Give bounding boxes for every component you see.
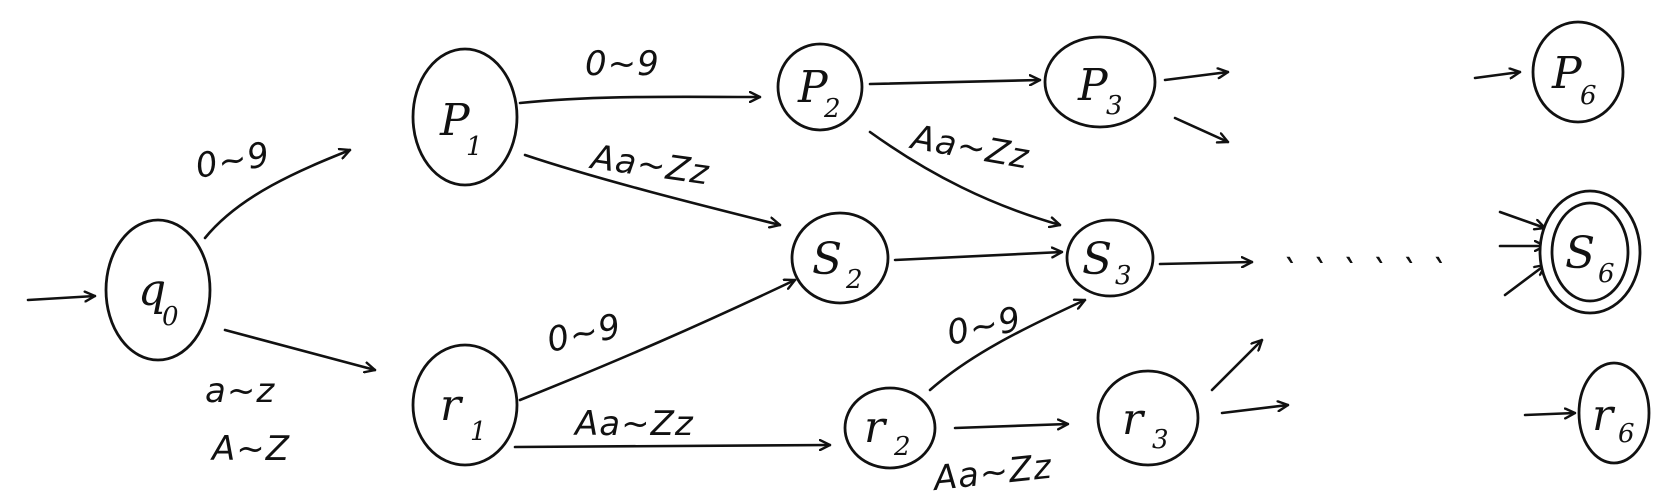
state-q0-label: q: [138, 265, 166, 316]
state-r2-label: r: [864, 402, 888, 453]
state-p3-sub: 3: [1106, 91, 1123, 121]
state-r1: r 1: [411, 343, 519, 467]
stub-p3-out-1: [1163, 72, 1228, 82]
state-p6-sub: 6: [1580, 81, 1597, 111]
label-p1-s2: Aa~Zz: [587, 137, 712, 193]
state-r2-sub: 2: [893, 432, 911, 462]
state-r3-label: r: [1122, 394, 1146, 445]
state-p3: P 3: [1043, 35, 1157, 129]
state-s2-sub: 2: [845, 265, 863, 295]
stub-s3-out: [1158, 262, 1254, 264]
label-q0-r1-lower: a~z: [205, 371, 275, 411]
state-p1-label: P: [439, 95, 471, 146]
state-r3-sub: 3: [1152, 425, 1169, 455]
edge-r1-r2: [513, 445, 832, 447]
state-p2: P 2: [776, 42, 864, 132]
label-q0-p1: 0~9: [193, 134, 274, 186]
label-r1-s2: 0~9: [544, 306, 625, 361]
ellipsis-marks: ˎ ˎ ˎ ˎ ˎ ˎ: [1280, 224, 1447, 264]
state-r3: r 3: [1096, 369, 1200, 467]
label-q0-r1-upper: A~Z: [210, 429, 290, 469]
edge-r1-s2: [518, 280, 795, 402]
state-s2-label: S: [812, 234, 842, 285]
state-q0-sub: 0: [162, 302, 179, 332]
state-p2-label: P: [797, 62, 829, 113]
edge-q0-p1: [203, 150, 350, 240]
edge-r2-s3: [928, 300, 1085, 392]
state-p6-label: P: [1551, 48, 1583, 99]
state-s3: S 3: [1065, 218, 1155, 298]
state-q0: q 0: [104, 218, 212, 362]
state-s2: S 2: [790, 211, 890, 305]
state-r2: r 2: [843, 386, 937, 470]
label-r1-r2: Aa~Zz: [573, 404, 694, 444]
edge-s2-s3: [893, 252, 1064, 262]
stub-r3-out-2: [1220, 405, 1288, 415]
start-arrow: [26, 296, 95, 300]
state-p1-sub: 1: [466, 132, 483, 162]
stub-p3-out-2: [1173, 116, 1228, 142]
stub-s6-in-3: [1503, 265, 1545, 297]
state-r1-sub: 1: [470, 417, 487, 447]
edge-q0-r1: [223, 328, 375, 370]
label-r2-s3: 0~9: [944, 299, 1025, 354]
edge-p2-s3: [868, 130, 1060, 225]
state-r6: r 6: [1577, 361, 1651, 465]
state-p1: P 1: [411, 47, 519, 187]
state-r6-sub: 6: [1618, 419, 1635, 449]
state-r6-label: r: [1592, 390, 1616, 441]
state-s6-accepting: S 6: [1538, 189, 1642, 315]
edge-p2-p3: [868, 80, 1042, 84]
state-p2-sub: 2: [823, 94, 841, 124]
state-s6-label: S: [1565, 228, 1595, 279]
state-s3-sub: 3: [1115, 261, 1132, 291]
label-p1-p2: 0~9: [585, 44, 660, 84]
state-s3-label: S: [1082, 234, 1112, 285]
stub-r6-in: [1523, 413, 1577, 415]
edge-r2-r3: [953, 424, 1070, 428]
stub-r3-out-1: [1210, 340, 1262, 392]
edge-p1-p2: [518, 97, 762, 105]
state-s6-sub: 6: [1598, 259, 1615, 289]
stub-p6-in: [1473, 72, 1520, 78]
edge-p1-s2: [523, 153, 780, 225]
stub-s6-in-1: [1498, 210, 1545, 228]
label-r2-r3: Aa~Zz: [930, 447, 1054, 499]
state-r1-label: r: [440, 380, 464, 431]
state-p6: P 6: [1531, 20, 1625, 124]
state-p3-label: P: [1077, 60, 1109, 111]
